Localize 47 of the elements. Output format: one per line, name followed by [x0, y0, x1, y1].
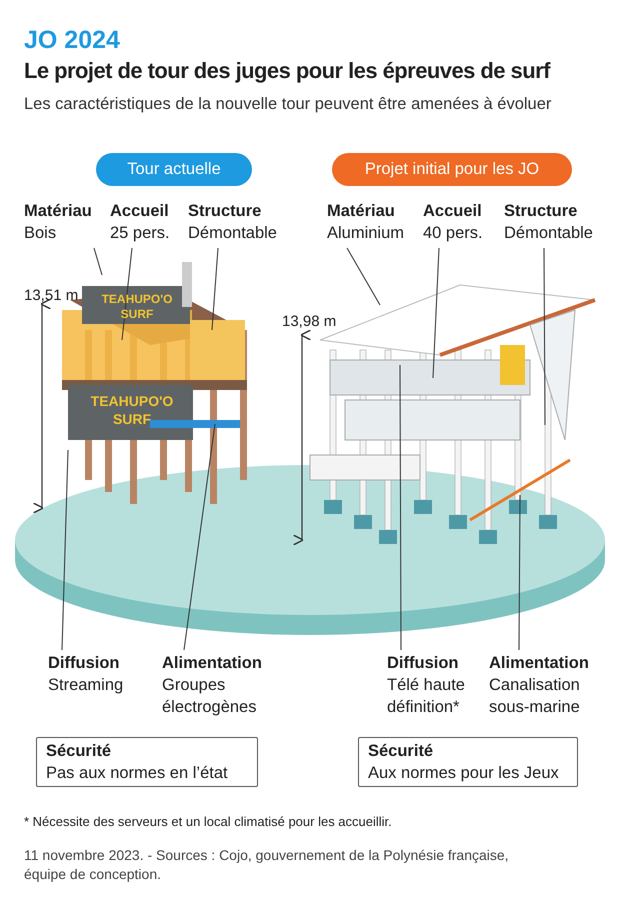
label-value: 40 pers.: [423, 223, 484, 244]
label-heading: Matériau: [24, 201, 93, 222]
label-value: Canalisation sous-marine: [489, 675, 581, 718]
label-value: Démontable: [504, 223, 594, 244]
label-heading: Accueil: [110, 201, 170, 222]
leader-line: [94, 248, 102, 276]
label-value: Pas aux normes en l’état: [46, 763, 229, 784]
label-value: Télé haute définition*: [387, 675, 466, 718]
leader-line: [212, 248, 218, 330]
source-note: 11 novembre 2023. - Sources : Cojo, gouvernement de la Polynésie française, équipe de conception.: [24, 846, 510, 884]
label-heading: Sécurité: [46, 741, 112, 762]
label-heading: Structure: [188, 201, 262, 222]
label-heading: Matériau: [327, 201, 396, 222]
banner-text: TEAHUPO'O SURF: [100, 292, 174, 322]
label-value: Aux normes pour les Jeux: [368, 763, 560, 784]
dimension-label: 13,98 m: [282, 312, 336, 332]
leader-line: [400, 364, 402, 650]
label-heading: Alimentation: [162, 653, 263, 674]
heading-pill: Projet initial pour les JO: [332, 153, 572, 186]
info-box: [358, 737, 578, 787]
heading-pill: Tour actuelle: [96, 153, 252, 186]
label-value: Démontable: [188, 223, 278, 244]
info-box: [36, 737, 258, 787]
label-value: 25 pers.: [110, 223, 171, 244]
label-heading: Diffusion: [387, 653, 460, 674]
leader-line: [184, 424, 216, 650]
label-value: Aluminium: [327, 223, 406, 244]
label-value: Groupes électrogènes: [162, 675, 258, 718]
label-value: Bois: [24, 223, 58, 244]
leader-line: [62, 450, 68, 650]
label-heading: Accueil: [423, 201, 483, 222]
label-heading: Sécurité: [368, 741, 434, 762]
label-heading: Diffusion: [48, 653, 120, 674]
leader-line: [518, 494, 520, 650]
kicker: JO 2024: [24, 25, 120, 56]
leader-line: [346, 248, 380, 306]
title: Le projet de tour des juges pour les épreuves de surf: [24, 57, 550, 85]
label-heading: Structure: [504, 201, 578, 222]
leader-line: [544, 248, 546, 426]
label-value: Streaming: [48, 675, 124, 696]
banner-text: TEAHUPO'O SURF: [90, 393, 174, 428]
leader-line: [122, 248, 132, 340]
label-heading: Alimentation: [489, 653, 590, 674]
leader-line: [432, 248, 440, 378]
dimension-label: 13,51 m: [24, 286, 78, 306]
footnote: * Nécessite des serveurs et un local climatisé pour les accueillir.: [24, 813, 392, 831]
subtitle: Les caractéristiques de la nouvelle tour peuvent être amenées à évoluer: [24, 94, 552, 115]
